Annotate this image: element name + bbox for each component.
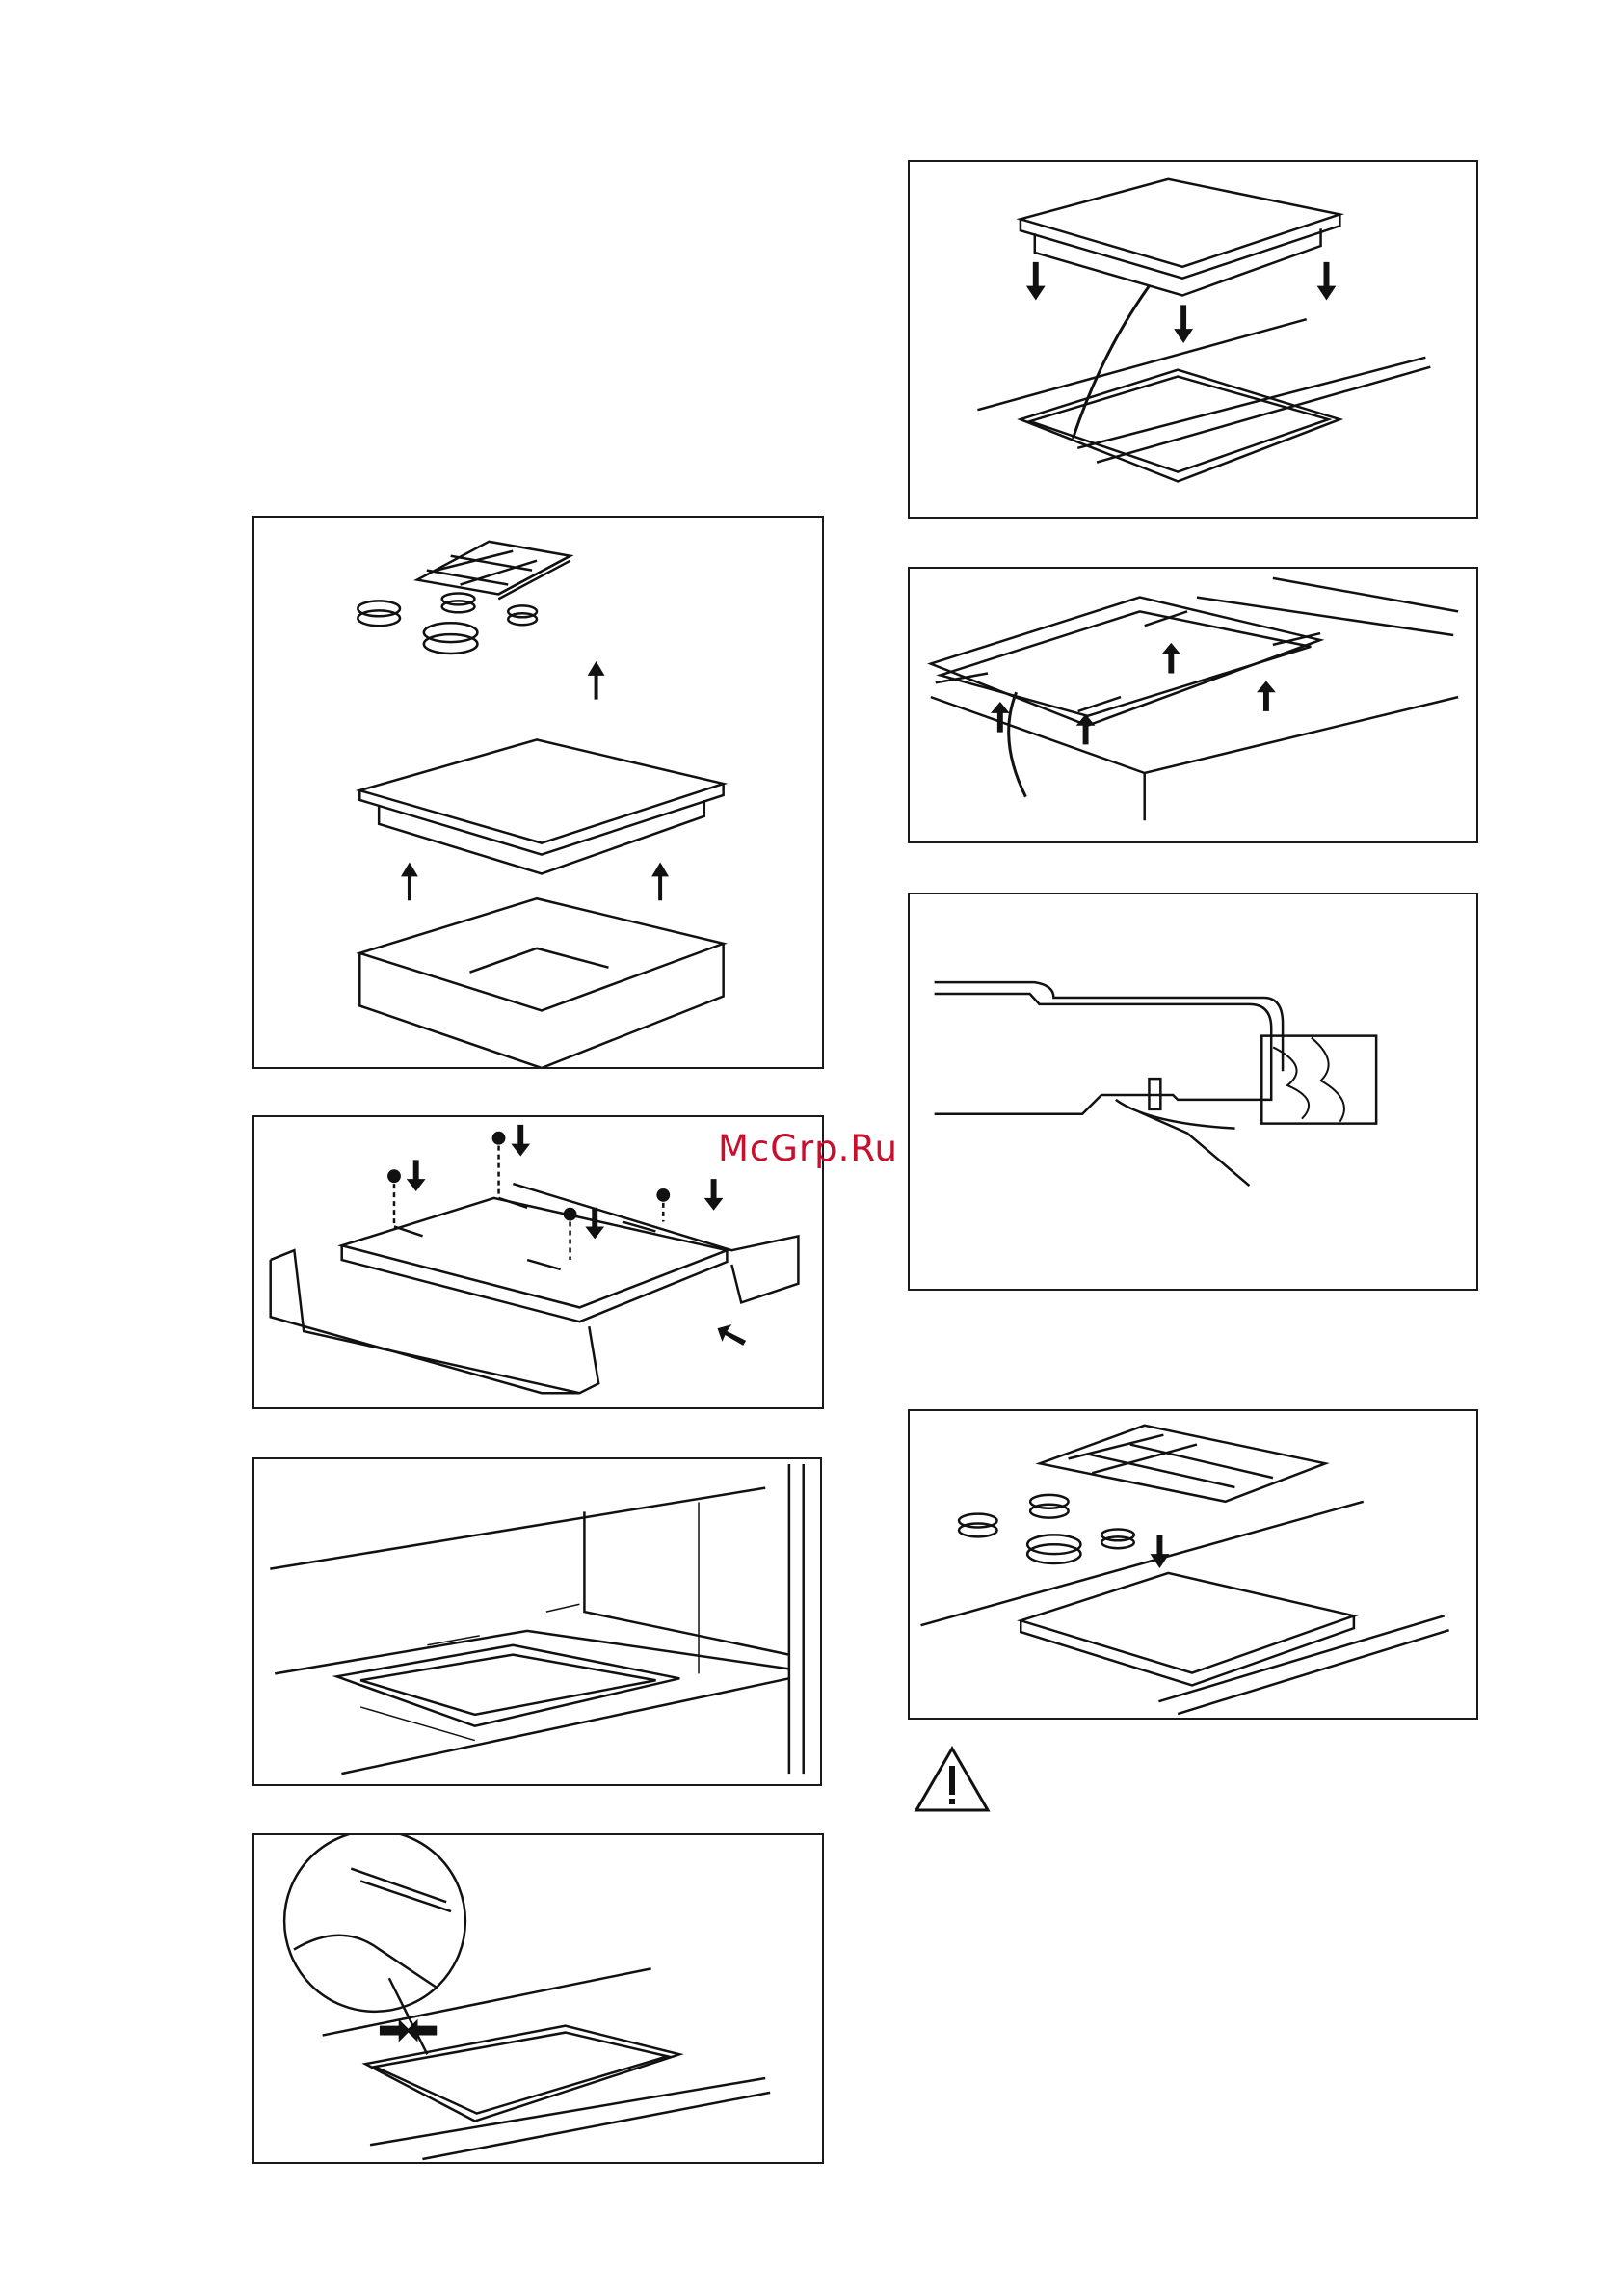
clamp-brackets-icon xyxy=(910,569,1476,841)
seal-strip-icon xyxy=(254,1835,822,2162)
figure-lower-hob xyxy=(908,160,1478,519)
refit-grid-icon xyxy=(910,1411,1476,1718)
figure-apply-seal xyxy=(252,1833,824,2164)
figure-cross-section xyxy=(908,893,1478,1291)
lower-hob-icon xyxy=(910,162,1476,517)
warning-triangle-icon xyxy=(914,1745,991,1814)
figure-cutout-dimensions xyxy=(252,1457,822,1786)
figure-tighten-clamps xyxy=(908,567,1478,843)
worktop-section-icon xyxy=(910,894,1476,1289)
exploded-hob-icon xyxy=(254,518,822,1067)
figure-remove-parts xyxy=(252,516,824,1069)
figure-refit-parts xyxy=(908,1409,1478,1720)
watermark-text: McGrp.Ru xyxy=(718,1128,898,1169)
cutout-dimensions-icon xyxy=(254,1459,820,1784)
